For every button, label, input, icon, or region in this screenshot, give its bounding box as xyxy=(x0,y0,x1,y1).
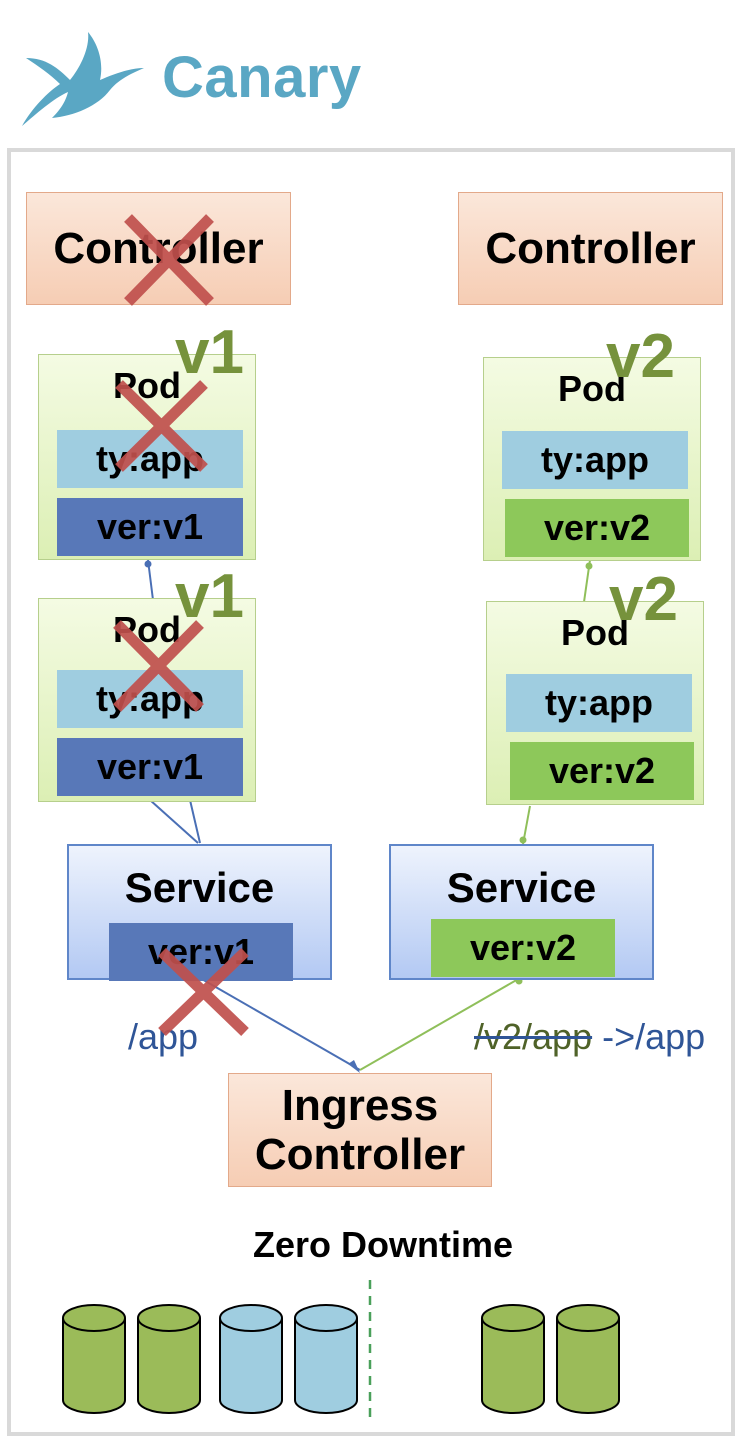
service-v2: Service ver:v2 xyxy=(389,844,654,980)
version-mark-v2: v2 xyxy=(606,322,675,391)
type-tag: ty:app xyxy=(502,431,688,489)
version-tag: ver:v1 xyxy=(57,498,243,556)
hummingbird-icon xyxy=(22,32,144,126)
service-selector: ver:v1 xyxy=(109,923,293,981)
version-tag: ver:v2 xyxy=(505,499,689,557)
diagram-frame xyxy=(7,148,735,1436)
route-v2: /v2/app ->/app xyxy=(474,1016,705,1058)
pod-label: Pod xyxy=(558,368,626,409)
route-v2-new: ->/app xyxy=(592,1016,706,1057)
version-mark-v2: v2 xyxy=(609,565,678,634)
service-v1: Service ver:v1 xyxy=(67,844,332,981)
remove-x-icon xyxy=(115,380,208,472)
ingress-label-line1: Ingress xyxy=(281,1080,439,1130)
database-icon xyxy=(62,1304,126,1414)
controller-v2: Controller xyxy=(458,192,723,305)
route-v1: /app xyxy=(128,1016,199,1057)
ingress-label-line2: Controller xyxy=(254,1130,466,1179)
version-tag: ver:v2 xyxy=(510,742,694,800)
database-icon xyxy=(294,1304,358,1414)
pod-v1-2: Pod ty:app ver:v1 xyxy=(38,598,256,802)
type-tag: ty:app xyxy=(57,430,243,488)
version-mark-v1: v1 xyxy=(175,318,244,387)
ingress-controller: Ingress Controller xyxy=(228,1073,492,1187)
database-icon xyxy=(481,1304,545,1414)
service-selector: ver:v2 xyxy=(431,919,615,977)
database-icon xyxy=(137,1304,201,1414)
controller-v2-label: Controller xyxy=(485,223,696,273)
type-tag: ty:app xyxy=(506,674,692,732)
version-mark-v1: v1 xyxy=(175,562,244,631)
pod-label: Pod xyxy=(561,612,629,653)
database-icon xyxy=(556,1304,620,1414)
service-label: Service xyxy=(446,864,597,911)
remove-x-icon xyxy=(113,620,204,712)
remove-x-icon xyxy=(158,948,249,1036)
version-tag: ver:v1 xyxy=(57,738,243,796)
route-v2-old: /v2/app xyxy=(474,1016,593,1057)
zero-downtime-caption: Zero Downtime xyxy=(252,1224,513,1265)
service-label: Service xyxy=(124,864,275,911)
database-icon xyxy=(219,1304,283,1414)
controller-v1: Controller xyxy=(26,192,291,305)
remove-x-icon xyxy=(124,214,214,306)
page-title: Canary xyxy=(162,45,362,110)
pod-v2-2: Pod ty:app ver:v2 xyxy=(486,601,704,805)
pod-v2-1: Pod ty:app ver:v2 xyxy=(483,357,701,561)
